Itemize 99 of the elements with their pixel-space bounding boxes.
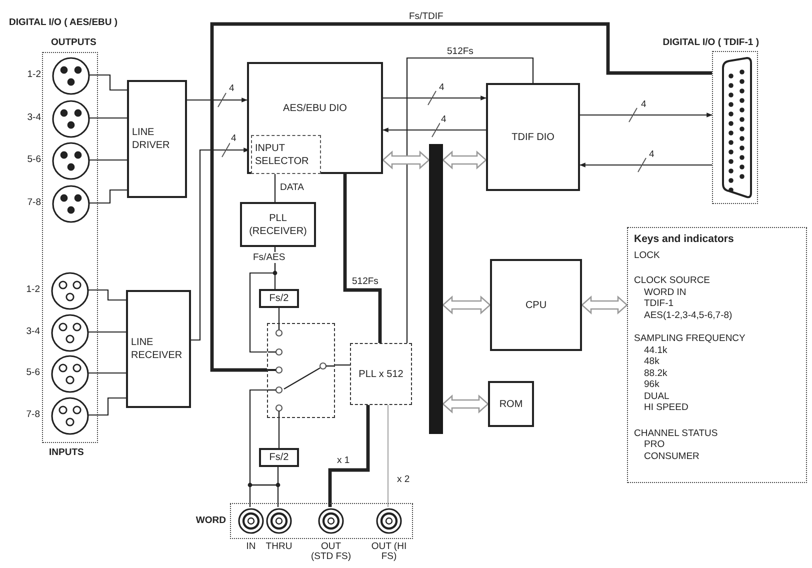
connector-line — [335, 364, 350, 366]
indicator-label: DUAL — [644, 390, 670, 402]
jack-label: OUT (STD FS) — [310, 542, 352, 562]
connector-line — [249, 389, 267, 507]
block-label: TDIF DIO — [510, 130, 556, 144]
edge-label: 4 — [640, 99, 648, 110]
keys-panel — [627, 227, 807, 483]
edge-label: x 1 — [336, 455, 351, 466]
connector-line — [210, 22, 712, 372]
connector-line — [278, 308, 280, 323]
indicator-label: LOCK — [634, 250, 660, 261]
double-arrow — [442, 150, 487, 170]
panel-heading: DIGITAL I/O ( TDIF-1 ) — [662, 37, 759, 49]
connector-line — [343, 174, 382, 343]
block-box — [488, 381, 534, 427]
connector-line — [88, 289, 126, 301]
edge-label: 4 — [648, 149, 656, 160]
channel-label: 3-4 — [27, 113, 41, 123]
indicator-label: 96k — [644, 379, 660, 390]
indicator-label: 88.2k — [644, 368, 668, 379]
edge-label: Fs/TDIF — [408, 11, 444, 22]
connector-line — [88, 331, 126, 333]
block-box — [259, 448, 299, 467]
panel-heading: WORD — [196, 515, 226, 527]
edge-label: 4 — [438, 82, 446, 93]
connector-line — [328, 405, 370, 507]
double-arrow — [442, 296, 491, 314]
double-arrow — [581, 296, 628, 314]
edge-label: 4 — [228, 83, 236, 94]
channel-label: 5-6 — [27, 155, 41, 165]
edge-label: x 2 — [396, 474, 411, 485]
panel-heading: INPUTS — [49, 447, 84, 459]
selector-box — [251, 135, 321, 174]
edge-label: 4 — [440, 114, 448, 125]
jack-label: THRU — [264, 542, 294, 552]
double-arrow — [442, 394, 489, 414]
connector-line — [277, 467, 279, 507]
connector-line — [249, 247, 276, 353]
indicator-label: PRO — [644, 439, 665, 450]
channel-label: 1-2 — [27, 70, 41, 80]
channel-label: 1-2 — [26, 285, 40, 295]
connector-line — [278, 418, 280, 448]
arrow — [382, 128, 486, 132]
indicator-label: AES(1-2,3-4,5-6,7-8) — [644, 310, 732, 321]
connector-line — [89, 117, 127, 119]
indicator-label: WORD IN — [644, 286, 686, 298]
channel-label: 5-6 — [26, 368, 40, 378]
arrow — [580, 112, 713, 118]
channel-label: 7-8 — [27, 198, 41, 208]
block-box — [350, 343, 412, 405]
edge-label: Fs/AES — [252, 252, 286, 263]
indicator-label: CONSUMER — [644, 450, 700, 462]
edge-label: DATA — [279, 182, 305, 193]
channel-label: 3-4 — [26, 327, 40, 337]
connector-line — [88, 372, 126, 374]
block-label: INPUT SELECTOR — [254, 142, 310, 168]
jack-label: OUT (HI FS) — [370, 542, 408, 562]
block-label: LINE DRIVER — [131, 126, 171, 152]
block-label: LINE RECEIVER — [130, 336, 184, 362]
edge-label: 512Fs — [446, 46, 474, 57]
block-box — [126, 290, 191, 408]
indicator-label: TDIF-1 — [644, 298, 674, 310]
block-box — [486, 83, 580, 191]
indicator-label: CHANNEL STATUS — [634, 428, 718, 439]
block-label: ROM — [498, 398, 524, 410]
edge-label: 512Fs — [351, 276, 380, 287]
block-label: AES/EBU DIO — [282, 102, 348, 115]
panel-heading: DIGITAL I/O ( AES/EBU ) — [9, 17, 118, 29]
connector-line — [88, 397, 126, 416]
block-box — [259, 289, 299, 308]
arrow — [187, 98, 248, 102]
block-label: Fs/2 — [268, 451, 290, 464]
block-label: PLL x 512 — [358, 368, 404, 380]
connector-line — [406, 57, 534, 343]
indicator-label: SAMPLING FREQUENCY — [634, 333, 746, 344]
arrow — [579, 162, 712, 168]
block-label: Fs/2 — [268, 292, 290, 305]
indicator-label: 44.1k — [644, 344, 668, 356]
double-arrow — [382, 150, 430, 170]
channel-label: 7-8 — [26, 410, 40, 420]
edge-label: 4 — [230, 133, 238, 144]
connector-line — [387, 405, 389, 507]
indicator-label: 48k — [644, 356, 660, 368]
arrow — [383, 96, 487, 100]
connector-line — [89, 159, 127, 161]
block-box — [127, 80, 187, 198]
block-box — [247, 62, 383, 174]
indicator-label: CLOCK SOURCE — [634, 275, 710, 286]
connector-line — [89, 74, 127, 91]
connector-line — [89, 189, 127, 204]
block-box — [240, 202, 316, 247]
panel-title: Keys and indicators — [634, 234, 734, 246]
panel-heading: OUTPUTS — [51, 37, 96, 49]
bus-bar — [429, 144, 443, 434]
block-label: PLL (RECEIVER) — [248, 212, 308, 238]
block-label: CPU — [524, 298, 548, 312]
block-box — [490, 259, 582, 351]
indicator-label: HI SPEED — [644, 402, 688, 414]
connector-line — [274, 172, 276, 202]
